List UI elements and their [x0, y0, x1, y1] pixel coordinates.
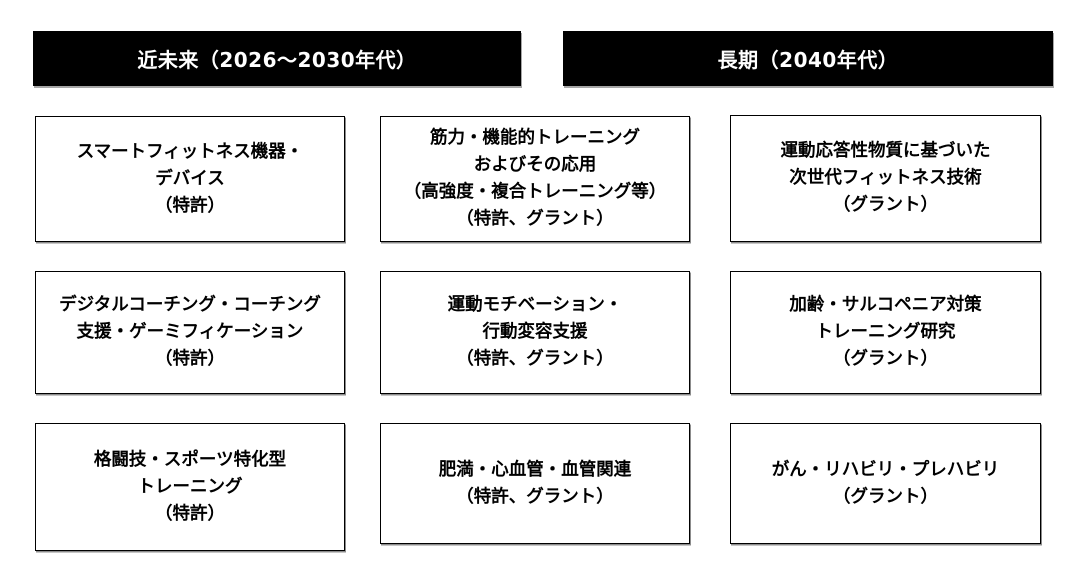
box-text-line: 次世代フィットネス技術	[789, 168, 982, 188]
box-text-line: 支援・ゲーミフィケーション	[76, 322, 304, 342]
box-text-line: 肥満・心血管・血管関連	[438, 459, 632, 480]
box-text-line: がん・リハビリ・プレハビリ	[771, 459, 1000, 480]
box-text-line: （特許）	[155, 349, 225, 369]
box-text-line: （高強度・複合トレーニング等）	[403, 182, 667, 202]
header-near-future-label: 近未来（2026～2030年代）	[137, 48, 417, 72]
roadmap-box-exercise-responsive-substances: 運動応答性物質に基づいた 次世代フィットネス技術 （グラント）	[730, 115, 1041, 242]
box-text-line: デジタルコーチング・コーチング	[59, 295, 321, 315]
box-text-line: （特許）	[155, 503, 225, 524]
roadmap-box-strength-functional-training: 筋力・機能的トレーニング およびその応用 （高強度・複合トレーニング等） （特許…	[380, 116, 690, 242]
roadmap-box-aging-sarcopenia-training: 加齢・サルコペニア対策 トレーニング研究 （グラント）	[730, 271, 1041, 394]
box-text-line: （特許、グラント）	[456, 349, 614, 369]
box-text-line: 格闘技・スポーツ特化型	[93, 449, 287, 470]
box-text-line: （グラント）	[833, 486, 938, 507]
roadmap-box-smart-fitness-devices: スマートフィットネス機器・ デバイス （特許）	[35, 116, 345, 242]
roadmap-box-martial-arts-sports-training: 格闘技・スポーツ特化型 トレーニング （特許）	[35, 423, 345, 551]
box-text-line: （特許）	[155, 195, 225, 216]
box-text-line: （グラント）	[833, 195, 938, 215]
roadmap-box-cancer-rehab-prehab: がん・リハビリ・プレハビリ （グラント）	[730, 423, 1041, 544]
header-long-term: 長期（2040年代）	[563, 31, 1053, 86]
roadmap-box-exercise-motivation-behavior-change: 運動モチベーション・ 行動変容支援 （特許、グラント）	[380, 271, 690, 394]
box-text-line: トレーニング研究	[815, 322, 956, 342]
roadmap-box-digital-coaching-gamification: デジタルコーチング・コーチング 支援・ゲーミフィケーション （特許）	[35, 271, 345, 394]
box-text-line: およびその応用	[473, 155, 597, 175]
box-text-line: スマートフィットネス機器・	[76, 141, 304, 162]
box-text-line: 運動応答性物質に基づいた	[780, 141, 991, 161]
box-text-line: （特許、グラント）	[456, 486, 614, 507]
box-text-line: デバイス	[155, 168, 225, 189]
box-text-line: 行動変容支援	[482, 322, 588, 342]
header-near-future: 近未来（2026～2030年代）	[33, 31, 521, 86]
header-long-term-label: 長期（2040年代）	[717, 48, 899, 72]
box-text-line: （グラント）	[833, 349, 938, 369]
box-text-line: 筋力・機能的トレーニング	[430, 128, 640, 148]
roadmap-box-obesity-cardiovascular: 肥満・心血管・血管関連 （特許、グラント）	[380, 423, 690, 544]
box-text-line: 加齢・サルコペニア対策	[789, 295, 982, 315]
box-text-line: （特許、グラント）	[456, 209, 614, 229]
box-text-line: トレーニング	[137, 476, 243, 497]
box-text-line: 運動モチベーション・	[447, 295, 623, 315]
